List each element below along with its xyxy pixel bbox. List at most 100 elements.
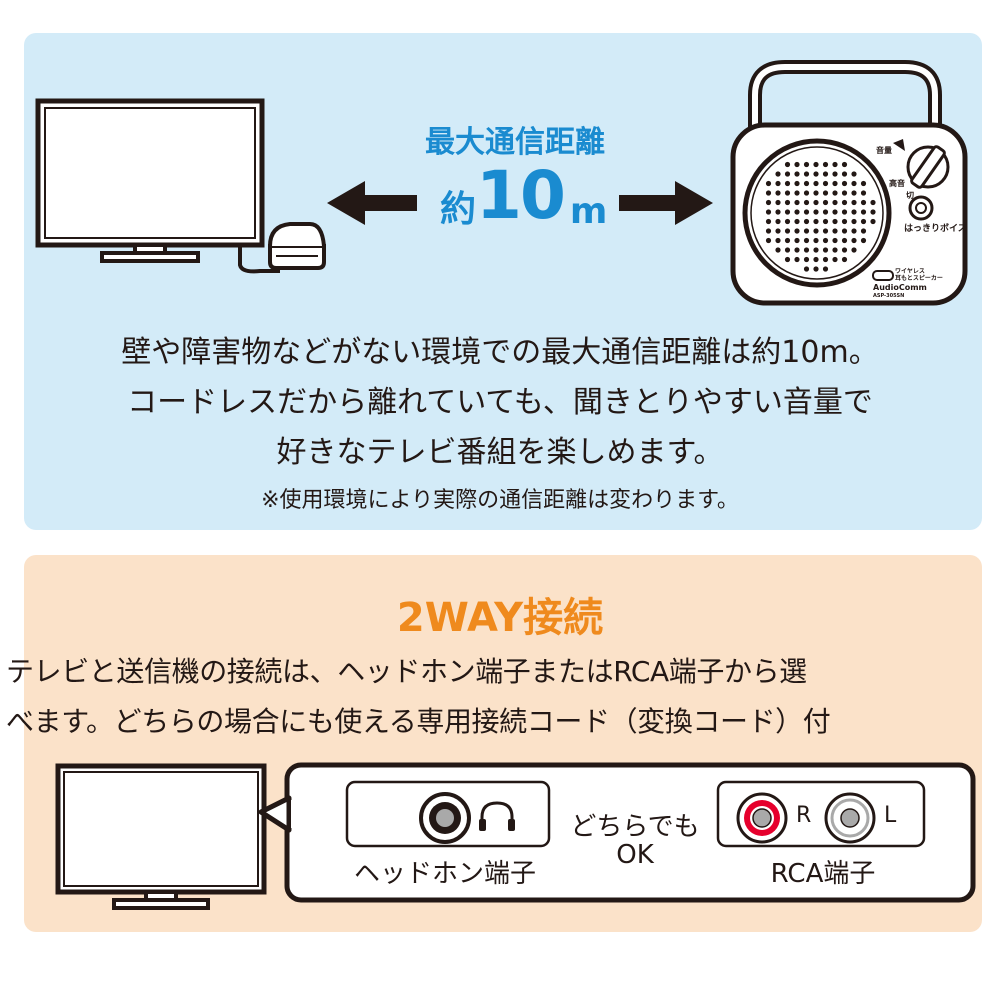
range-note: ※使用環境により実際の通信距離は変わります。	[261, 488, 739, 513]
speaker-grille-dot	[813, 190, 819, 196]
distance-unit: m	[569, 191, 608, 232]
speaker-grille-dot	[851, 228, 857, 234]
speaker-grille-dot	[860, 209, 867, 215]
speaker-grille-dot	[803, 237, 810, 244]
speaker-tone-label: 高音	[889, 179, 905, 188]
distance-prefix: 約	[440, 189, 477, 230]
speaker-grille-dot	[775, 199, 781, 206]
speaker-model: ASP-305SN	[873, 293, 905, 299]
speaker-grille-dot	[784, 228, 791, 234]
max-range-heading: 最大通信距離	[425, 125, 605, 160]
speaker-grille-dot	[803, 218, 810, 225]
speaker-grille-dot	[784, 247, 791, 253]
speaker-grille-dot	[765, 218, 772, 225]
speaker-brand: AudioComm	[873, 283, 927, 292]
two-way-title: 2WAY接続	[396, 595, 604, 641]
speaker-illustration	[730, 60, 968, 306]
speaker-grille-dot	[822, 199, 829, 206]
speaker-grille-dot	[775, 209, 781, 215]
speaker-grille-dot	[841, 237, 848, 244]
speaker-grille-dot	[803, 209, 810, 215]
speaker-grille-dot	[841, 171, 848, 177]
speaker-grille-dot	[822, 266, 829, 272]
clear-voice-label: はっきりボイス	[904, 224, 967, 234]
speaker-grille-dot	[822, 180, 829, 187]
speaker-grille-dot	[841, 190, 848, 196]
speaker-grille-dot	[822, 218, 829, 225]
speaker-grille-dot	[794, 218, 800, 225]
speaker-grille-dot	[851, 180, 857, 187]
speaker-grille-dot	[832, 161, 838, 168]
speaker-grille-dot	[813, 209, 819, 215]
speaker-grille-dot	[803, 228, 810, 234]
speaker-grille-dot	[841, 218, 848, 225]
speaker-grille-dot	[822, 228, 829, 234]
speaker-grille-dot	[794, 237, 800, 244]
speaker-grille-dot	[794, 171, 800, 177]
speaker-grille-dot	[784, 180, 791, 187]
speaker-grille-dot	[813, 237, 819, 244]
speaker-grille-dot	[813, 256, 819, 263]
speaker-grille-dot	[870, 218, 876, 225]
speaker-grille-dot	[784, 218, 791, 225]
connection-description-line-1: テレビと送信機の接続は、ヘッドホン端子またはRCA端子から選	[6, 655, 807, 688]
speaker-grille-dot	[765, 209, 772, 215]
speaker-grille-dot	[822, 161, 829, 168]
speaker-grille-dot	[860, 180, 867, 187]
speaker-grille-dot	[775, 247, 781, 253]
speaker-grille-dot	[832, 180, 838, 187]
range-description-line-2: コードレスだから離れていても、聞きとりやすい音量で	[127, 385, 873, 420]
speaker-grille-dot	[860, 228, 867, 234]
speaker-grille-dot	[813, 228, 819, 234]
speaker-grille-dot	[822, 190, 829, 196]
speaker-grille-dot	[794, 256, 800, 263]
speaker-grille-dot	[784, 199, 791, 206]
speaker-grille-dot	[775, 190, 781, 196]
speaker-grille-dot	[841, 180, 848, 187]
speaker-grille-dot	[775, 171, 781, 177]
speaker-grille-dot	[803, 190, 810, 196]
speaker-volume-label: 音量	[876, 146, 892, 155]
speaker-grille-dot	[851, 199, 857, 206]
speaker-grille-dot	[832, 247, 838, 253]
speaker-grille-dot	[860, 218, 867, 225]
speaker-grille-dot	[775, 180, 781, 187]
speaker-grille-dot	[851, 247, 857, 253]
speaker-grille-dot	[803, 180, 810, 187]
speaker-grille-dot	[822, 247, 829, 253]
speaker-grille-dot	[841, 161, 848, 168]
speaker-grille-dot	[794, 209, 800, 215]
speaker-grille-dot	[803, 266, 810, 272]
either-ok-line-1: どちらでも	[570, 812, 700, 842]
arrow-right-icon	[619, 181, 713, 225]
speaker-grille-dot	[851, 218, 857, 225]
speaker-grille-dot	[784, 256, 791, 263]
headphone-jack-label: ヘッドホン端子	[353, 859, 536, 889]
speaker-grille-dot	[784, 237, 791, 244]
speaker-grille-dot	[794, 199, 800, 206]
speaker-grille-dot	[822, 237, 829, 244]
speaker-grille-dot	[860, 237, 867, 244]
speaker-grille-dot	[803, 256, 810, 263]
rca-red-jack-icon	[736, 792, 788, 844]
speaker-grille-dot	[832, 171, 838, 177]
speaker-grille-dot	[822, 171, 829, 177]
speaker-grille-dot	[841, 209, 848, 215]
speaker-grille-dot	[803, 247, 810, 253]
speaker-grille-dot	[860, 199, 867, 206]
speaker-grille-dot	[794, 180, 800, 187]
speaker-grille-dot	[784, 190, 791, 196]
speaker-grille-dot	[870, 199, 876, 206]
speaker-grille-dot	[794, 161, 800, 168]
speaker-grille-dot	[832, 190, 838, 196]
speaker-grille-dot	[841, 247, 848, 253]
speaker-grille-dot	[765, 237, 772, 244]
connection-description-line-2: べます。どちらの場合にも使える専用接続コード（変換コード）付	[6, 705, 831, 738]
speaker-grille-dot	[784, 161, 791, 168]
speaker-grille-dot	[784, 171, 791, 177]
speaker-grille-dot	[803, 171, 810, 177]
speaker-grille-dot	[775, 228, 781, 234]
arrow-left-icon	[327, 181, 417, 225]
tv-illustration	[35, 98, 280, 274]
speaker-grille-dot	[784, 209, 791, 215]
